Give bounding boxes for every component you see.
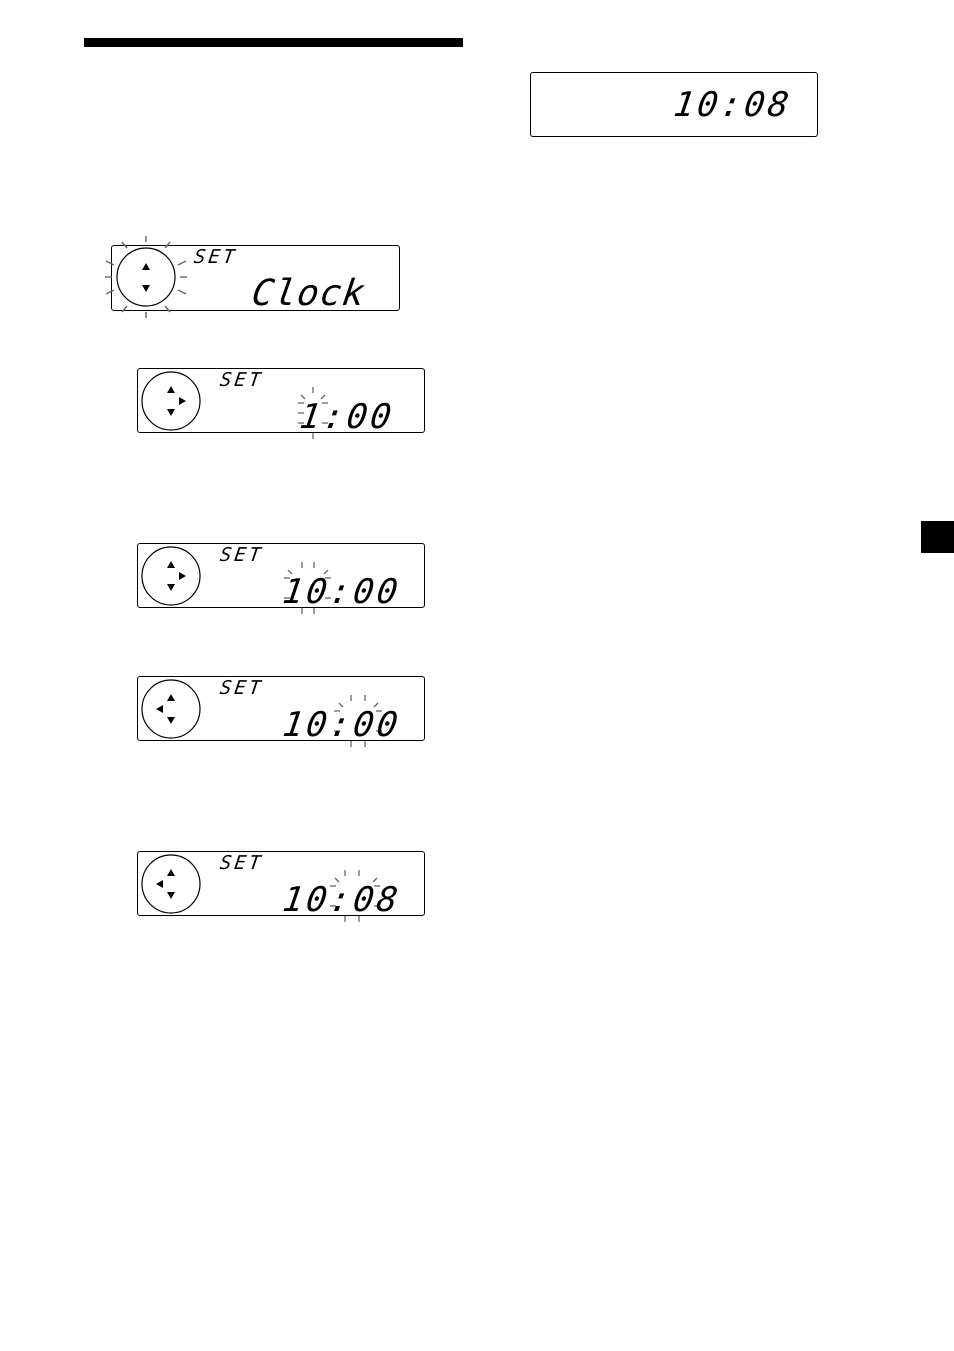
lcd-indicator: SET bbox=[219, 546, 265, 565]
lcd-display-step4: SET 10:00 bbox=[137, 676, 425, 741]
lcd-display-step2: SET 1:00 bbox=[137, 368, 425, 433]
lcd-time: 10:08 bbox=[672, 88, 794, 122]
lcd-indicator: SET bbox=[219, 679, 265, 698]
lcd-time: 10:00 bbox=[281, 708, 403, 742]
dial-circle bbox=[117, 248, 175, 306]
section-tab bbox=[921, 521, 954, 553]
lcd-indicator: SET bbox=[219, 854, 265, 873]
lcd-display-step3: SET 10:00 bbox=[137, 543, 425, 608]
lcd-indicator: SET bbox=[193, 248, 239, 267]
lcd-time: 10:00 bbox=[281, 575, 403, 609]
lcd-display-step1: SET Clock bbox=[111, 245, 400, 311]
lcd-display-final: 10:08 bbox=[530, 72, 818, 137]
lcd-time: 1:00 bbox=[298, 400, 397, 434]
lcd-indicator: SET bbox=[219, 371, 265, 390]
lcd-time: 10:08 bbox=[281, 883, 403, 917]
lcd-display-step5: SET 10:08 bbox=[137, 851, 425, 916]
title-rule bbox=[84, 38, 463, 47]
lcd-text: Clock bbox=[249, 276, 367, 312]
